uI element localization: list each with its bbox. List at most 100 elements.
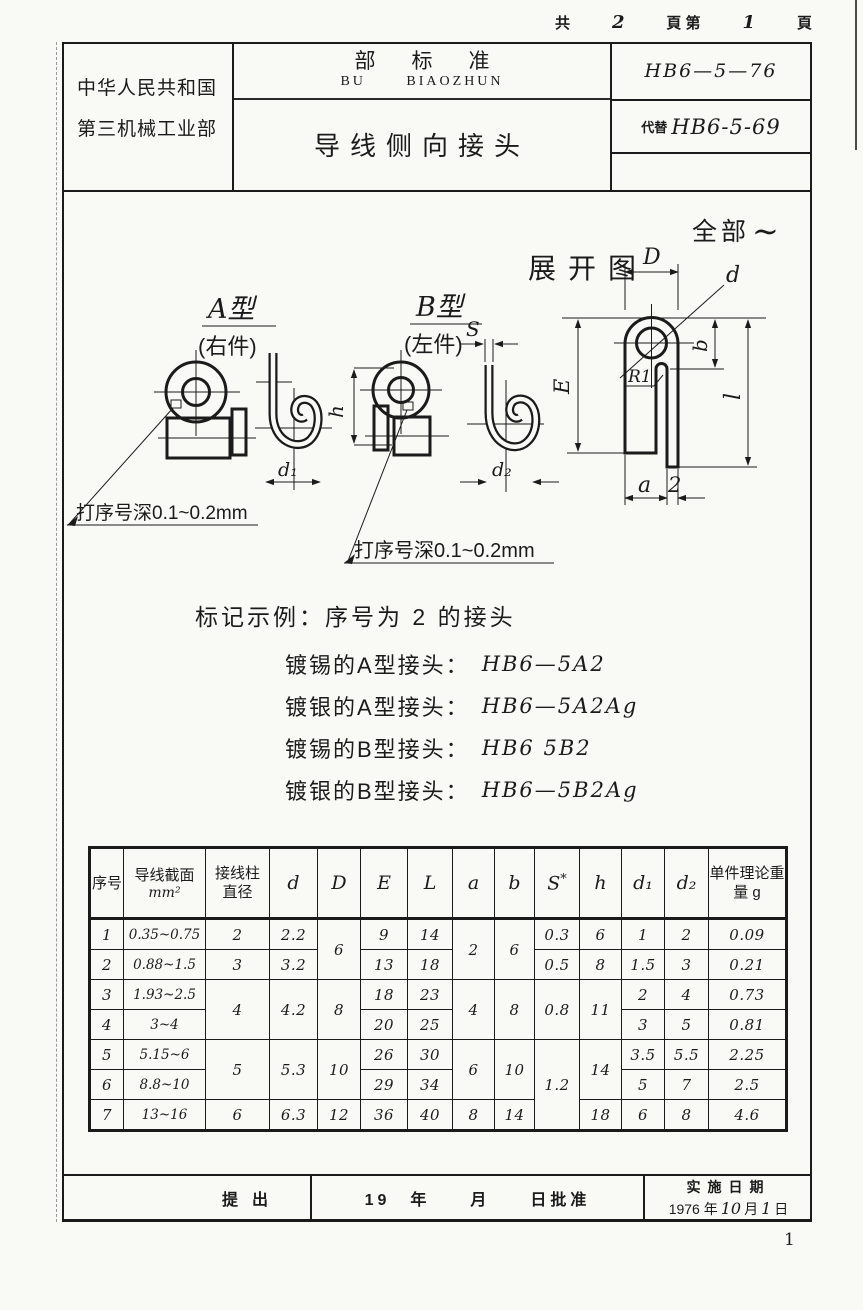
serial-stamp-mark-b [402,401,414,411]
dim-h-label: h [324,405,348,418]
standard-number: HB6—5—76 [644,59,778,82]
col-d2: d₂ [664,847,709,920]
cell-S: 0.3 [534,918,580,950]
sheet-info-page-suffix: 頁 [796,15,812,32]
cell-d2: 2 [664,918,709,950]
cell-S: 0.8 [534,979,580,1040]
scan-edge-artifact [855,0,857,150]
cell-b: 8 [494,979,535,1040]
standard-type-cn: 部标准 [354,50,526,73]
cell-d2: 4 [664,979,709,1010]
replaces-number: HB6-5-69 [671,114,781,139]
cell-d: 3.2 [269,949,318,980]
sheet-info-page-label: 頁 第 [666,15,701,32]
empty-cell [612,152,810,190]
col-S-letter: S [547,872,561,895]
dim-2-label: 2 [667,473,681,497]
standard-type-pinyin: BU BIAOZHUN [340,74,504,89]
dim-d-label: d [726,263,740,288]
sheet-info-total-label: 共 [555,15,571,32]
impl-day-num: 1 [761,1198,772,1218]
type-b-front-view: h [324,350,449,562]
col-unit-weight: 单件理论重 量 g [708,847,787,920]
cell-L: 25 [407,1009,453,1040]
cell-d2: 5 [664,1009,709,1040]
impl-day-label: 日 [774,1200,789,1217]
cell-D: 10 [317,1039,361,1100]
table-row: 1 0.35~0.75 2 2.2 6 9 14 2 6 0.3 6 1 2 0… [89,918,787,980]
cell-post: 5 [205,1039,270,1100]
example-code: HB6—5B2Ag [481,778,639,802]
cell-a: 6 [452,1039,495,1100]
cell-L: 23 [407,979,453,1010]
issuing-organization: 中华人民共和国 第三机械工业部 [62,42,232,190]
cell-E: 29 [360,1069,408,1100]
cell-d1: 3 [621,1009,665,1040]
example-code: HB6—5A2Ag [481,694,639,718]
cell-d1: 2 [621,979,665,1010]
cell-h: 6 [579,918,622,950]
cell-post: 3 [205,949,270,980]
sheet-total-pages: 2 [611,12,625,33]
cell-d1: 3.5 [621,1039,665,1070]
implementation-date-cell: 实施日期 1976 年 10 月 1 日 [645,1176,812,1219]
document-title: 导线侧向接头 [313,131,530,161]
cell-weight: 2.5 [708,1069,787,1100]
col-d1: d₁ [621,847,665,920]
implementation-date-label: 实施日期 [686,1178,771,1195]
example-line: 镀银的B型接头： HB6—5B2Ag [285,769,675,811]
corner-page-mark: 1 [784,1230,795,1250]
stamp-callout-b: 打序号深0.1~0.2mm [344,539,554,564]
surface-finish-note: 全部 [692,218,750,246]
cell-L: 30 [407,1039,453,1070]
development-view: d D E b l R1 [550,245,766,505]
replaces-label: 代替 [641,120,668,135]
col-wire-section-unit: mm² [148,884,181,901]
example-code: HB6—5A2 [481,652,606,676]
cell-section: 3~4 [123,1009,206,1040]
cell-D: 6 [317,918,361,980]
cell-h: 18 [579,1099,622,1131]
cell-E: 36 [360,1099,408,1131]
cell-section: 0.88~1.5 [123,949,206,980]
impl-month-num: 10 [720,1198,742,1218]
cell-section: 8.8~10 [123,1069,206,1100]
col-D: D [317,847,361,920]
superseded-standard: 代替 HB6-5-69 [612,99,810,152]
cell-E: 18 [360,979,408,1010]
example-line: 镀银的A型接头： HB6—5A2Ag [285,685,675,727]
cell-d: 6.3 [269,1099,318,1131]
cell-d1: 6 [621,1099,665,1131]
col-S: S* [534,847,580,920]
dim-d2-label: d₂ [492,459,512,481]
cell-L: 18 [407,949,453,980]
type-b-side-view: S d₂ [460,317,559,492]
type-a-label: A型 [205,294,257,325]
type-b-label: B型 [415,292,466,323]
type-a-label-group: A型 (右件) [198,294,276,359]
example-label: 镀银的A型接头： [285,695,470,720]
cell-a: 2 [452,918,495,980]
cell-d2: 8 [664,1099,709,1131]
cell-d: 4.2 [269,979,318,1040]
serial-stamp-mark-a [170,399,182,409]
cell-weight: 4.6 [708,1099,787,1131]
development-view-label: 展开图 [528,253,648,284]
approval-date-cell: 19 年 月 日批准 [310,1176,645,1219]
cell-weight: 0.73 [708,979,787,1010]
type-a-note: (右件) [198,334,257,359]
dim-b-label: b [688,339,712,352]
table-row: 7 13~16 6 6.3 12 36 40 8 14 18 6 8 4.6 [89,1099,787,1131]
col-S-asterisk: * [560,871,567,887]
col-post-diameter: 接线柱 直径 [205,847,270,920]
impl-month-label: 月 [744,1200,759,1217]
table-row: 6 8.8~10 29 34 5 7 2.5 [89,1069,787,1100]
cell-E: 13 [360,949,408,980]
col-E: E [360,847,408,920]
col-wire-section: 导线截面 mm² [123,847,206,920]
approval-strip: 提出 19 年 月 日批准 实施日期 1976 年 10 月 1 日 [62,1174,812,1222]
cell-no: 1 [89,918,124,950]
cell-b: 14 [494,1099,535,1131]
example-label: 镀锡的B型接头： [285,737,470,762]
